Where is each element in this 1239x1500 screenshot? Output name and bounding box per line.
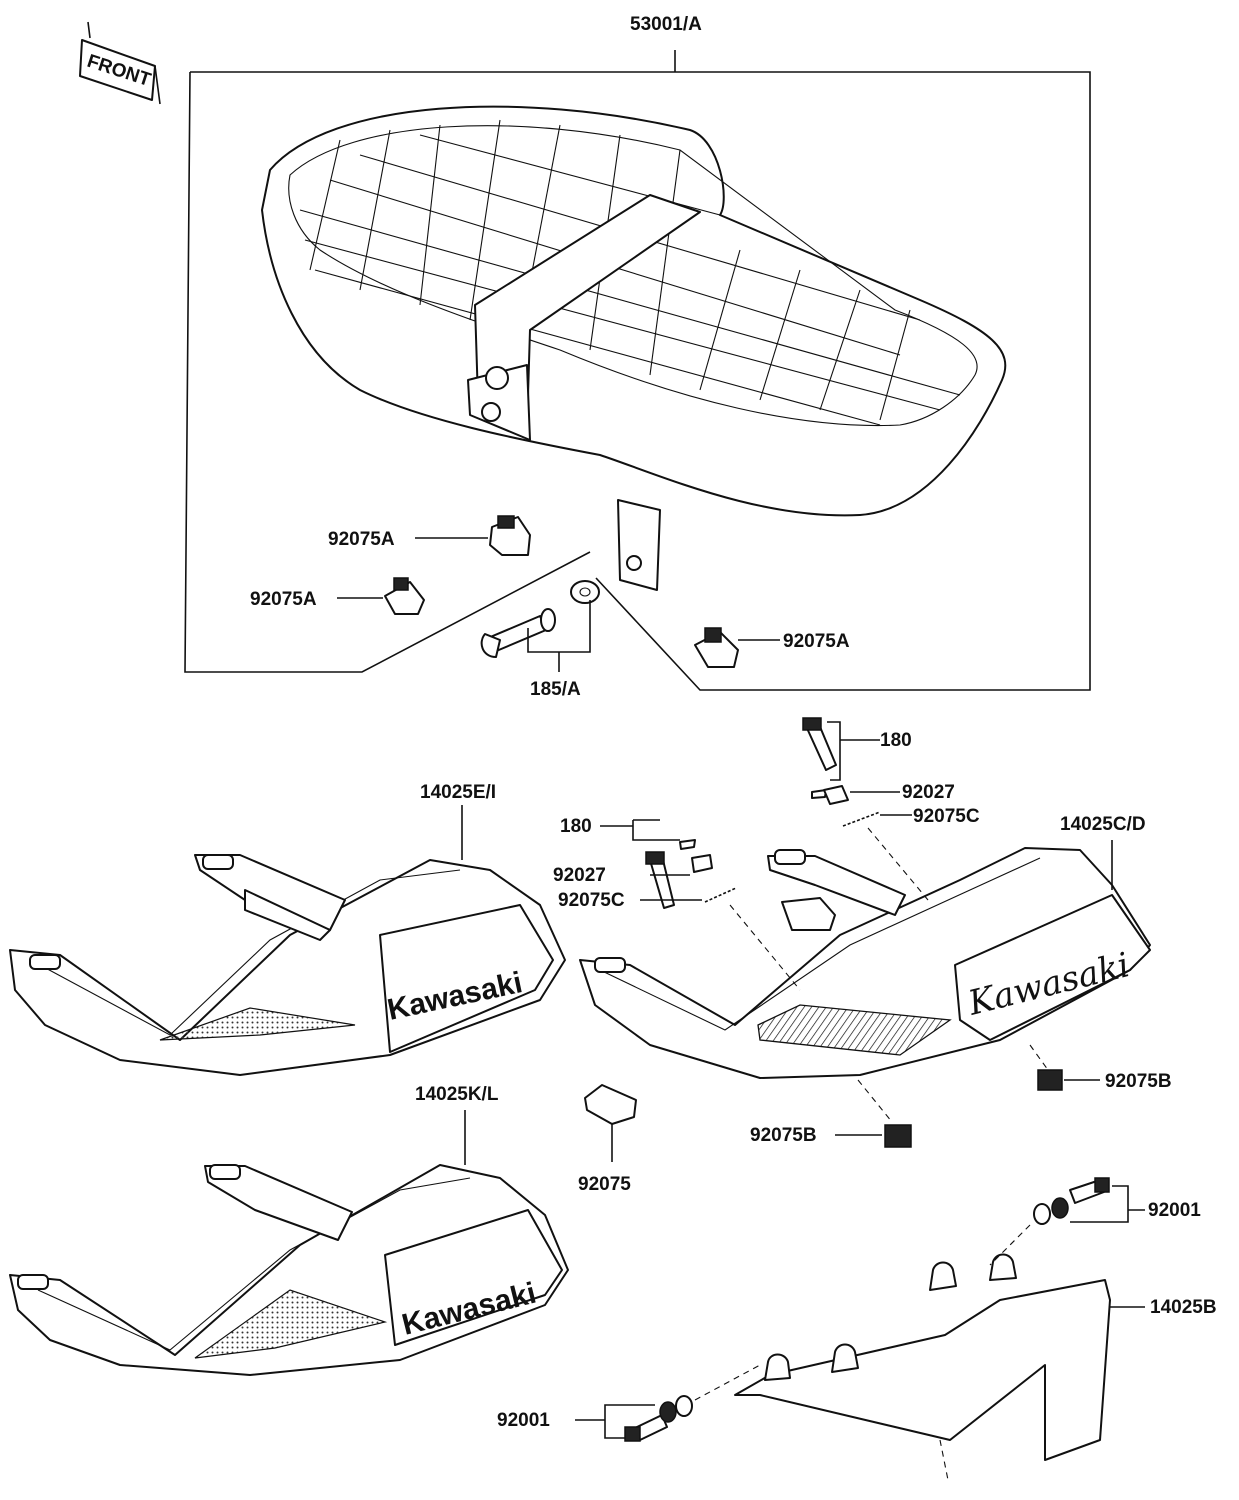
label-pad: 92075 <box>578 1174 631 1195</box>
clip-92075a-top: 92075A <box>328 515 531 556</box>
seat-assembly-frame: 53001/A <box>184 14 1091 691</box>
label-grab-rail-kl: 14025K/L <box>415 1084 499 1105</box>
bolt-92001-lower: 92001 <box>497 1364 761 1442</box>
label-grab-rail-cd: 14025C/D <box>1060 814 1146 835</box>
label-damper-b1: 92075B <box>1105 1071 1172 1092</box>
bolt-92001-upper: 92001 <box>989 1177 1201 1266</box>
label-clip-2: 92075A <box>250 589 317 610</box>
pin-92027-upper: 92027 <box>823 782 955 805</box>
bracket-14025b: 14025B <box>734 1253 1217 1481</box>
label-bolt-92001-a: 92001 <box>1148 1200 1201 1221</box>
label-clip-3: 92075A <box>783 631 850 652</box>
label-bolt-92001-b: 92001 <box>497 1410 550 1431</box>
seat-bolt-set: 185/A <box>480 580 600 700</box>
label-damper-b2: 92075B <box>750 1125 817 1146</box>
label-clip-1: 92075A <box>328 529 395 550</box>
label-bracket: 14025B <box>1150 1297 1217 1318</box>
label-spring-a: 92075C <box>913 806 980 827</box>
label-seat: 53001/A <box>630 14 702 35</box>
bolt-180-lower: 180 <box>560 816 696 909</box>
pin-92027-lower: 92027 <box>553 854 713 886</box>
grab-rail-14025e-i: Kawasaki 14025E/I <box>9 782 566 1076</box>
grab-rail-14025c-d: Kawasaki 14025C/D <box>579 814 1151 1079</box>
label-bolt-180-b: 180 <box>560 816 592 837</box>
bolt-180-upper: 180 <box>802 717 912 799</box>
spring-92075c-lower: 92075C <box>558 887 801 991</box>
spring-92075c-upper: 92075C <box>842 806 980 901</box>
clip-92075a-right: 92075A <box>694 627 850 668</box>
clip-92075a-left: 92075A <box>250 577 425 615</box>
label-bolt-180-a: 180 <box>880 730 912 751</box>
damper-92075b-lower: 92075B <box>750 1079 912 1148</box>
label-spring-b: 92075C <box>558 890 625 911</box>
label-pin-92027-a: 92027 <box>902 782 955 803</box>
label-grab-rail-el: 14025E/I <box>420 782 496 803</box>
front-direction-tag: FRONT <box>79 21 161 105</box>
pad-92075: 92075 <box>578 1084 637 1195</box>
seat <box>261 105 1007 591</box>
label-bolt-set: 185/A <box>530 679 581 700</box>
damper-92075b-right: 92075B <box>1029 1044 1172 1092</box>
label-pin-92027-b: 92027 <box>553 865 606 886</box>
grab-rail-14025k-l: Kawasaki 14025K/L <box>9 1084 569 1376</box>
